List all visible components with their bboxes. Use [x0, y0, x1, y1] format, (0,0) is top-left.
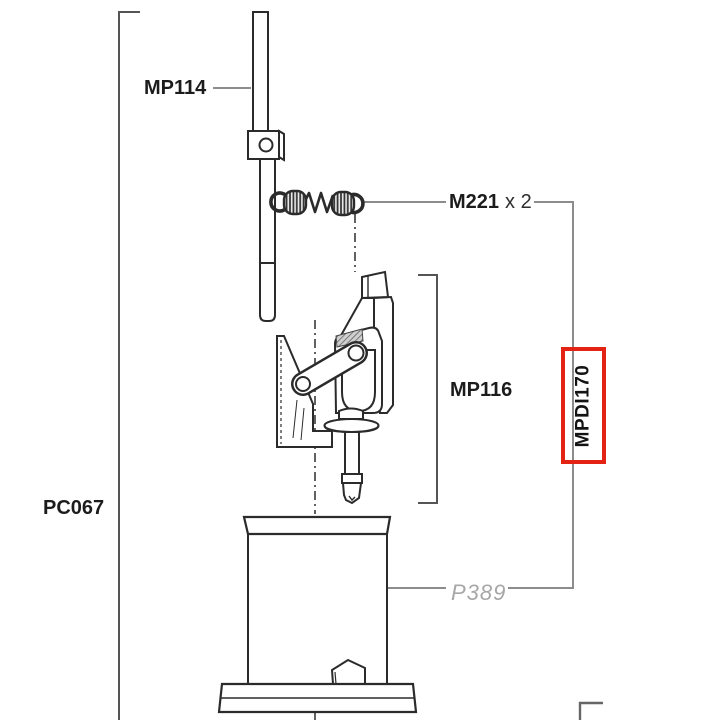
part-label-p389: P389	[451, 580, 507, 605]
rod-mp114	[252, 11, 276, 322]
leader-lines	[213, 87, 574, 589]
handle-flag	[361, 270, 390, 300]
rod-lower-segment	[259, 159, 276, 264]
clamp-block	[247, 129, 285, 162]
part-label-pc067: PC067	[43, 497, 105, 519]
highlight-box-mpdi170[interactable]: MPDI170	[561, 347, 606, 464]
spring-m221	[269, 189, 365, 217]
link-arm-fill	[293, 343, 366, 394]
leader-m221-p389-right	[508, 201, 574, 589]
container-rim	[242, 515, 392, 536]
spring-hook-right	[349, 192, 365, 215]
part-label-mp116: MP116	[450, 379, 513, 401]
part-label-mp114: MP114	[144, 77, 207, 99]
spring-hook-left	[269, 191, 286, 213]
container-p389	[217, 515, 418, 714]
spring-coil-block-left	[282, 189, 308, 216]
lever-assembly-mp116	[276, 270, 394, 505]
part-label-mpdi170[interactable]: MPDI170	[572, 364, 594, 447]
stem-collar	[341, 473, 363, 484]
bracket-pc067	[118, 11, 140, 720]
spout-detail	[330, 658, 366, 685]
stem	[344, 431, 360, 475]
pivot-upper	[347, 344, 365, 362]
spring-coils-mid	[302, 191, 335, 214]
clamp-hole	[258, 137, 274, 153]
bracket-mp116	[418, 274, 438, 504]
bracket-bottom-right	[578, 701, 603, 720]
pivot-lower	[295, 376, 311, 392]
spring-coil-block-right	[330, 190, 356, 217]
part-qty-m221: x 2	[505, 191, 532, 213]
flange-top-collar	[338, 407, 364, 420]
stem-tip	[341, 482, 363, 505]
part-code-m221: M221	[449, 191, 500, 213]
